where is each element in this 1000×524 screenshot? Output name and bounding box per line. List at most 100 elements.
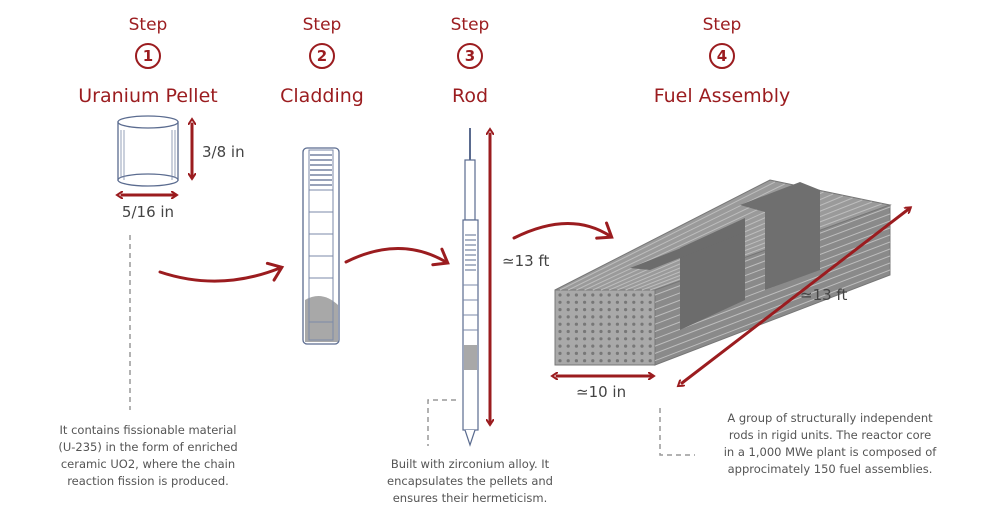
rod-end-dot xyxy=(599,300,603,304)
rod-end-dot xyxy=(648,337,652,341)
description-line: reaction fission is produced. xyxy=(67,474,229,488)
rod-end-dot xyxy=(624,293,628,297)
step-label: Step xyxy=(703,15,742,35)
rod-end-dot xyxy=(591,359,595,363)
rod-end-dot xyxy=(640,344,644,348)
pellet-diameter-label: 5/16 in xyxy=(122,203,174,221)
rod-end-dot xyxy=(607,308,611,312)
rod-line xyxy=(559,181,776,291)
rod-end-dot xyxy=(624,329,628,334)
step-1-header: Step 1 Uranium Pellet xyxy=(78,15,217,107)
rod-end-dot xyxy=(632,308,636,312)
step-title: Uranium Pellet xyxy=(78,85,217,107)
rod-description: Built with zirconium alloy. It encapsula… xyxy=(387,457,553,505)
rod-end-dot xyxy=(648,308,652,312)
rod-end-dot xyxy=(607,322,611,326)
rod-end-dot xyxy=(566,344,570,348)
rod-end-dot xyxy=(632,337,636,341)
rod-end-dot xyxy=(648,322,652,326)
rod-end-dot xyxy=(648,329,652,334)
step-2-header: Step 2 Cladding xyxy=(280,15,364,107)
rod-end-dot xyxy=(624,344,628,348)
step-number-circle xyxy=(709,43,735,69)
description-line: A group of structurally independent xyxy=(727,411,933,425)
rod-end-dot xyxy=(566,315,570,319)
rod-end-dot xyxy=(640,308,644,312)
rod-end-dot xyxy=(607,359,611,363)
pellet-description: It contains fissionable material (U-235)… xyxy=(58,423,237,488)
rod-end-dot xyxy=(591,337,595,341)
rod-end-dot xyxy=(591,300,595,304)
rod-end-dot xyxy=(632,359,636,363)
assembly-description: A group of structurally independent rods… xyxy=(724,411,938,476)
step-number-circle xyxy=(309,43,335,69)
rod-end-dot xyxy=(558,329,562,334)
rod-end-dot xyxy=(624,300,628,304)
rod-end-dot xyxy=(574,344,579,348)
rod-end-dot xyxy=(615,322,620,326)
rod-end-dot xyxy=(574,337,579,341)
rod-end-dot xyxy=(648,293,652,297)
rod-end-dot xyxy=(574,359,579,363)
rod-end-dot xyxy=(607,293,611,297)
rod-end-dot xyxy=(566,329,570,334)
rod-end-dot xyxy=(624,315,628,319)
rod-end-dot xyxy=(583,315,587,319)
flow-arrow-3 xyxy=(512,221,614,240)
rod-end-dot xyxy=(648,300,652,304)
step-title: Fuel Assembly xyxy=(654,85,791,107)
rod-end-dot xyxy=(640,300,644,304)
rod-end-dot xyxy=(632,315,636,319)
rod-end-dot xyxy=(566,300,570,304)
rod-end-dot xyxy=(599,315,603,319)
rod-end-dot xyxy=(583,329,587,334)
step-number: 1 xyxy=(143,47,153,65)
rod-end-dot xyxy=(566,359,570,363)
rod-end-dot xyxy=(558,344,562,348)
rod-end-dot xyxy=(574,293,579,297)
step-label: Step xyxy=(451,15,490,35)
uranium-pellet-illustration xyxy=(117,115,179,187)
description-line: It contains fissionable material xyxy=(60,423,237,437)
rod-end-dot xyxy=(558,337,562,341)
rod-end-dot xyxy=(615,337,620,341)
rod-end-dot xyxy=(599,359,603,363)
rod-end-dot xyxy=(558,351,562,355)
rod-end-dot xyxy=(599,322,603,326)
rod-end-dot xyxy=(624,322,628,326)
rod-end-dot xyxy=(632,344,636,348)
rod-end-dot xyxy=(566,351,570,355)
rod-end-dot xyxy=(640,293,644,297)
rod-end-dot xyxy=(583,308,587,312)
step-label: Step xyxy=(129,15,168,35)
rod-end-dot xyxy=(574,308,579,312)
step-title: Rod xyxy=(452,85,488,107)
cladding-illustration xyxy=(302,147,340,345)
rod-end-dot xyxy=(632,322,636,326)
step-number-circle xyxy=(135,43,161,69)
rod-end-dot xyxy=(574,300,579,304)
rod-end-dot xyxy=(583,293,587,297)
step-number: 2 xyxy=(317,47,327,65)
rod-end-dot xyxy=(607,351,611,355)
description-line: (U-235) in the form of enriched xyxy=(58,440,237,454)
rod-end-dot xyxy=(632,300,636,304)
rod-end-dot xyxy=(566,308,570,312)
rod-end-dot xyxy=(632,293,636,297)
rod-end-dot xyxy=(599,308,603,312)
rod-end-dot xyxy=(624,337,628,341)
rod-end-dot xyxy=(599,293,603,297)
description-line: approcimately 150 fuel assemblies. xyxy=(728,462,933,476)
rod-end-dot xyxy=(615,300,620,304)
rod-end-dot xyxy=(607,300,611,304)
rod-end-dot xyxy=(599,337,603,341)
description-line: in a 1,000 MWe plant is composed of xyxy=(724,445,938,459)
rod-end-dot xyxy=(574,315,579,319)
step-number: 3 xyxy=(465,47,475,65)
description-line: ensures their hermeticism. xyxy=(393,491,548,505)
rod-end-dot xyxy=(574,329,579,334)
rod-end-dot xyxy=(640,315,644,319)
rod-end-dot xyxy=(607,337,611,341)
rod-line xyxy=(567,183,785,291)
